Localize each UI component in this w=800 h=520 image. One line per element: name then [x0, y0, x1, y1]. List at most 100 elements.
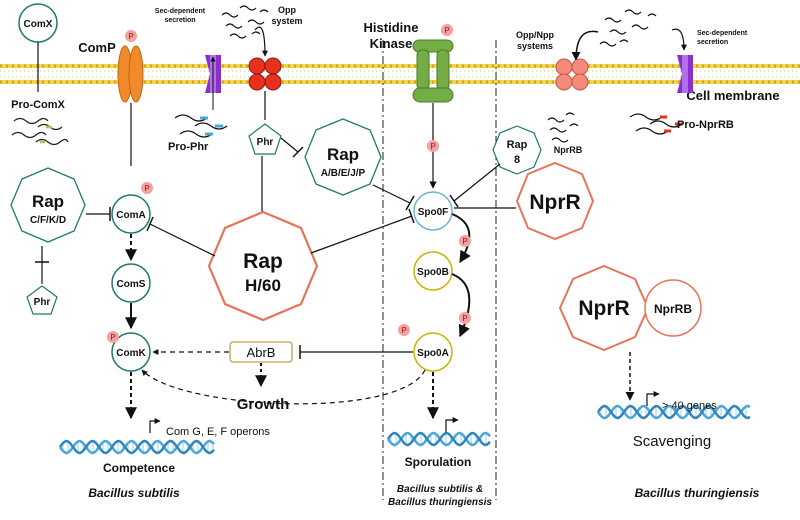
species-bt-label: Bacillus thuringiensis [635, 486, 760, 500]
rap-cfkd-label2: C/F/K/D [30, 215, 66, 226]
competence-label: Competence [103, 461, 175, 475]
phosphate-badges: P P P P P P P P [107, 24, 471, 343]
phr-top-label: Phr [257, 137, 274, 148]
comx-label: ComX [24, 19, 53, 30]
phr-peptides-top [221, 5, 269, 39]
oppnpp-import-arrow [571, 30, 599, 61]
rap-h60-inhibits-spo0f [310, 215, 413, 254]
spo0f-to-spo0b [451, 213, 471, 264]
comk-label: ComK [116, 348, 146, 359]
histidine-kinase-line1: Histidine [364, 20, 419, 35]
svg-text:P: P [462, 237, 467, 246]
rap-h60-label1: Rap [243, 250, 283, 273]
nprr-lower-node [558, 264, 650, 352]
nprrb-peptides-top [599, 9, 657, 47]
pro-phr-label: Pro-Phr [168, 141, 209, 153]
sec-right-line1: Sec-dependent [697, 30, 748, 37]
sec-translocon-right-core [682, 55, 688, 93]
dna-competence [58, 439, 215, 455]
sec-left-line2: secretion [164, 17, 195, 24]
pro-comx-label: Pro-ComX [11, 99, 65, 111]
sec-right-arrow [671, 28, 687, 51]
genes-label: > 40 genes [662, 400, 717, 412]
rap8-label2: 8 [514, 154, 520, 166]
p-comk-badge: P [107, 331, 119, 343]
pro-phr-peptides [174, 114, 228, 138]
rap-h60-label2: H/60 [245, 276, 281, 295]
rap8-node [492, 125, 542, 175]
p-coma-badge: P [141, 182, 153, 194]
opp-import-arrow [254, 26, 268, 57]
rap-h60-inhibits-coma [149, 223, 216, 257]
sporulation-label: Sporulation [405, 455, 472, 469]
spo0f-label: Spo0F [418, 207, 449, 218]
oppnpp-transporter [555, 58, 589, 91]
nprr-main-node [515, 161, 595, 241]
spo0a-label: Spo0A [417, 348, 449, 359]
opp-line1: Opp [278, 5, 296, 15]
p-kinase-badge: P [441, 24, 453, 36]
rap-cfkd-node [10, 167, 86, 243]
pro-nprrb-label: Pro-NprRB [677, 119, 734, 131]
growth-label: Growth [237, 396, 290, 413]
nprrb-lower-label: NprRB [654, 302, 692, 316]
sec-left-line1: Sec-dependent [155, 8, 206, 15]
oppnpp-line1: Opp/Npp [516, 30, 554, 40]
histidine-kinase-receptor [412, 39, 454, 103]
com-operons-label: Com G, E, F operons [166, 426, 270, 438]
coma-label: ComA [116, 210, 145, 221]
rap-abejp-inhibits-spo0f [372, 184, 411, 204]
spo0b-to-spo0a [451, 273, 471, 338]
svg-text:P: P [110, 333, 115, 342]
coms-node [111, 263, 151, 303]
phr-left-label: Phr [34, 297, 51, 308]
genes-promoter [646, 391, 660, 406]
rap-cfkd-label1: Rap [32, 192, 64, 211]
svg-text:P: P [128, 32, 133, 41]
spo0f-node [413, 191, 453, 231]
species-mid-line2: Bacillus thuringiensis [388, 497, 492, 508]
opp-line2: system [271, 16, 302, 26]
pro-nprrb-peptides [629, 113, 683, 135]
nprr-lower-label: NprR [578, 297, 629, 320]
p-spo0a-badge: P [398, 324, 410, 336]
cell-membrane-label: Cell membrane [686, 88, 779, 103]
phr-left-node [26, 285, 58, 315]
rap8-inhibits-spo0f [453, 163, 501, 202]
comp-receptor-right [128, 45, 144, 103]
phr-inhibits-rap-abejp [280, 137, 299, 153]
scavenging-label: Scavenging [633, 433, 711, 450]
svg-text:P: P [144, 184, 149, 193]
abrb-node [229, 341, 293, 363]
abrb-label: AbrB [247, 345, 276, 360]
nprrb-lower-node [644, 279, 702, 337]
spo0b-node [413, 251, 453, 291]
p-kinase-lower-badge: P [427, 140, 439, 152]
nprrb-small-label: NprRB [554, 145, 583, 155]
rap-abejp-label2: A/B/E/J/P [321, 168, 366, 179]
rap-abejp-label1: Rap [327, 145, 359, 164]
svg-text:P: P [401, 326, 406, 335]
species-mid-line1: Bacillus subtilis & [397, 484, 483, 495]
p-comp-badge: P [125, 30, 137, 42]
dna-sporulation [386, 431, 491, 447]
phr-top-node [248, 123, 282, 155]
svg-text:P: P [444, 26, 449, 35]
spo0a-node [413, 332, 453, 372]
nprrb-small-peptides [547, 112, 579, 143]
species-bs-label: Bacillus subtilis [88, 486, 180, 500]
dna-scavenging [596, 404, 751, 420]
rap8-label1: Rap [507, 139, 528, 151]
spo0b-label: Spo0B [417, 267, 449, 278]
rap-abejp-node [304, 118, 382, 196]
sporulation-promoter [445, 417, 459, 432]
oppnpp-line2: systems [517, 41, 553, 51]
comk-node [111, 332, 151, 372]
comp-label: ComP [78, 40, 116, 55]
sec-right-line2: secretion [697, 39, 728, 46]
p-spo0f-badge: P [459, 235, 471, 247]
p-spo0b-badge: P [459, 312, 471, 324]
pro-comx-peptides [11, 117, 69, 146]
